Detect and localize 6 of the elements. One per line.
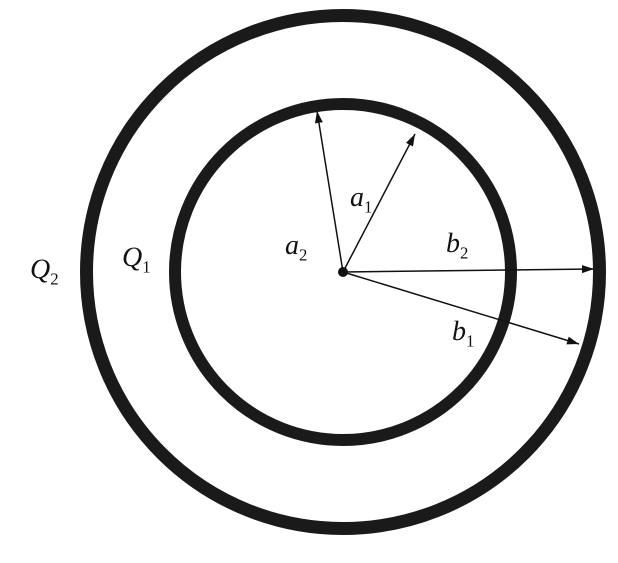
charge-label: Q$_{1}$ bbox=[122, 244, 151, 276]
charge-label: Q$_{2}$ bbox=[30, 256, 59, 288]
radius-label: a$_{1}$ bbox=[350, 184, 372, 216]
radius-label: a$_{2}$ bbox=[285, 232, 308, 264]
radius-label: b$_{2}$ bbox=[446, 230, 468, 262]
radius-label: b$_{1}$ bbox=[452, 318, 474, 350]
